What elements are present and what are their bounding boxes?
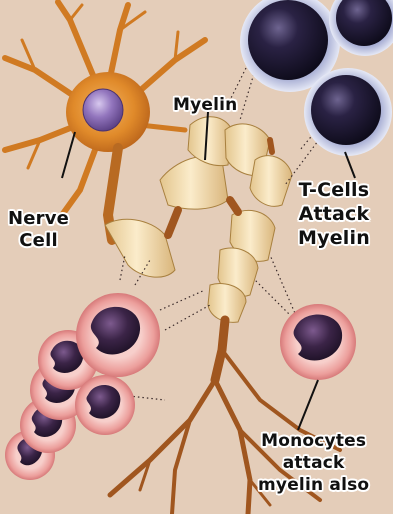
nerve-cell-label: Nerve Cell — [8, 208, 69, 252]
monocyte — [280, 304, 356, 380]
monocytes-label: Monocytes attack myelin also — [258, 430, 369, 496]
nerve-cell-label-line-1: Nerve — [8, 208, 69, 230]
myelin-label-text: Myelin — [173, 96, 238, 115]
t-cells-label-line-2: Attack — [298, 202, 370, 226]
myelin-label: Myelin — [173, 96, 238, 115]
nerve-cell-label-line-2: Cell — [8, 230, 69, 252]
monocytes-label-line-3: myelin also — [258, 474, 369, 496]
monocytes-label-line-2: attack — [258, 452, 369, 474]
nerve-cell-nucleus — [83, 89, 123, 131]
monocyte — [76, 293, 160, 377]
monocytes-label-line-1: Monocytes — [258, 430, 369, 452]
monocyte — [75, 375, 135, 435]
t-cell — [304, 68, 392, 156]
t-cells-label-line-1: T-Cells — [298, 178, 370, 202]
t-cells-label-line-3: Myelin — [298, 226, 370, 250]
t-cells-label: T-Cells Attack Myelin — [298, 178, 370, 250]
